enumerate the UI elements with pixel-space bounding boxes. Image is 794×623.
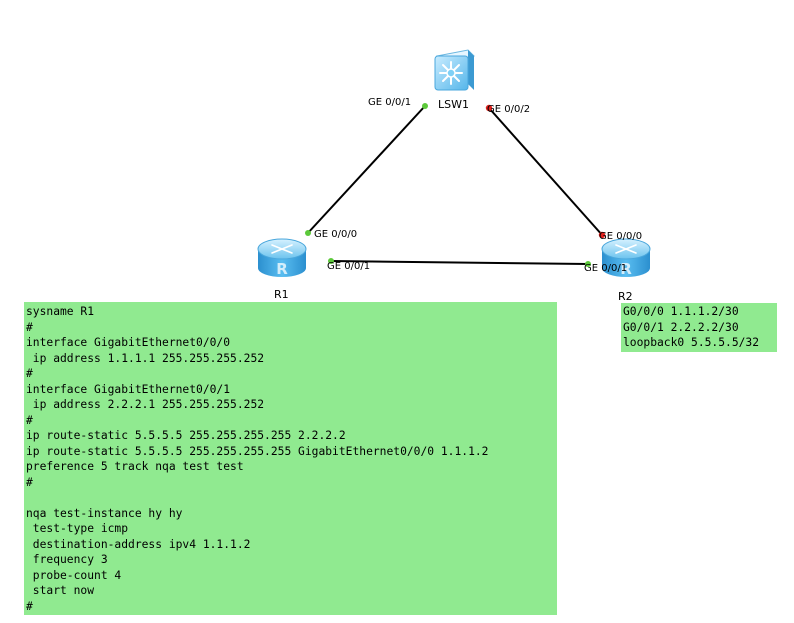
config-line: ip route-static 5.5.5.5 255.255.255.255 … [26,429,346,442]
port-status-r1-ge000 [305,230,311,236]
link-lsw1-r2[interactable] [488,107,604,237]
svg-text:R: R [620,260,632,278]
config-line: G0/0/0 1.1.1.2/30 [623,305,739,318]
link-r1-r2[interactable] [330,260,589,265]
config-line: frequency 3 [26,553,108,566]
port-label-r2-ge001: GE 0/0/1 [584,263,627,274]
config-line: # [26,320,33,334]
switch-icon [434,49,476,91]
port-status-r2-ge001 [585,261,591,267]
config-line: interface GigabitEthernet0/0/0 [26,336,231,349]
port-label-r2-ge000: GE 0/0/0 [599,231,642,242]
lsw1-label: LSW1 [438,98,469,111]
config-line: preference 5 track nqa test test [26,460,244,473]
port-status-lsw1-ge001 [422,103,428,109]
config-line: start now [26,584,95,597]
config-line: ip route-static 5.5.5.5 255.255.255.255 … [26,444,489,458]
config-line: ip address 2.2.2.1 255.255.255.252 [26,398,265,411]
router-icon: R [601,238,651,278]
config-line: G0/0/1 2.2.2.2/30 [623,320,739,334]
r2-router[interactable]: R R2 [601,238,651,303]
config-line: interface GigabitEthernet0/0/1 [26,382,231,396]
port-label-lsw1-ge002: GE 0/0/2 [487,104,530,115]
r1-label: R1 [274,288,289,301]
config-line: # [26,599,33,613]
config-line: # [26,413,33,427]
config-line: test-type icmp [26,522,129,535]
r1-config-note[interactable]: sysname R1 # interface GigabitEthernet0/… [24,302,557,615]
port-label-r1-ge001: GE 0/0/1 [327,261,370,272]
port-status-r1-ge001 [328,258,334,264]
link-lsw1-r1[interactable] [306,105,426,235]
r2-config-note[interactable]: G0/0/0 1.1.1.2/30 G0/0/1 2.2.2.2/30 loop… [621,303,777,352]
port-label-r1-ge000: GE 0/0/0 [314,229,357,240]
config-line [26,490,557,506]
config-line: loopback0 5.5.5.5/32 [623,336,760,349]
svg-text:R: R [276,260,288,278]
port-status-r2-ge000 [598,231,606,239]
config-line: # [26,475,33,489]
config-line: destination-address ipv4 1.1.1.2 [26,537,251,551]
config-line: probe-count 4 [26,568,122,582]
r2-label: R2 [618,290,633,303]
lsw1-switch[interactable]: LSW1 [434,49,476,111]
port-label-lsw1-ge001: GE 0/0/1 [368,97,411,108]
config-line: # [26,367,33,380]
r1-router[interactable]: R R1 [257,238,307,301]
config-line: sysname R1 [26,305,95,318]
port-status-lsw1-ge002 [485,104,493,112]
config-line: nqa test-instance hy hy [26,506,183,520]
router-icon: R [257,238,307,278]
config-line: ip address 1.1.1.1 255.255.255.252 [26,351,265,365]
